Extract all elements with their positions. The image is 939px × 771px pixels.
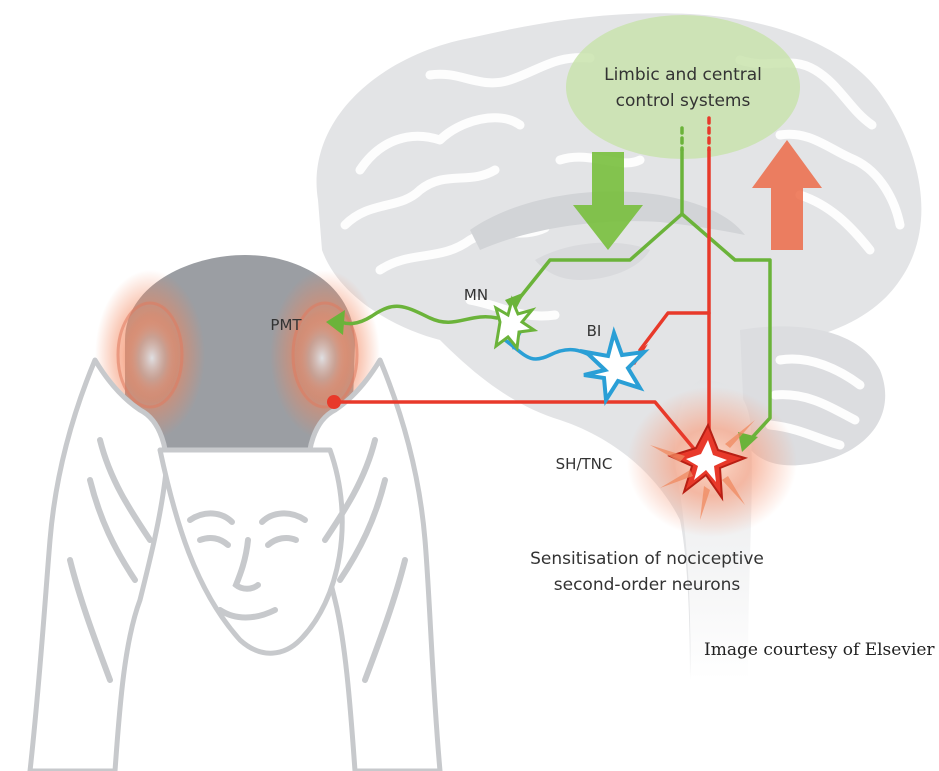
limbic-label-line2: control systems: [616, 91, 751, 111]
sensitisation-label-line2: second-order neurons: [554, 575, 741, 595]
pmt-label: PMT: [270, 316, 302, 334]
limbic-label-line1: Limbic and central: [604, 65, 762, 85]
bi-label: BI: [587, 322, 602, 340]
sensitisation-label-line1: Sensitisation of nociceptive: [530, 549, 764, 569]
head-with-hands-icon: [30, 255, 440, 771]
mn-label: MN: [464, 286, 488, 304]
image-credit: Image courtesy of Elsevier: [704, 640, 935, 660]
shtnc-label: SH/TNC: [556, 455, 613, 473]
temple-dot: [327, 395, 341, 409]
